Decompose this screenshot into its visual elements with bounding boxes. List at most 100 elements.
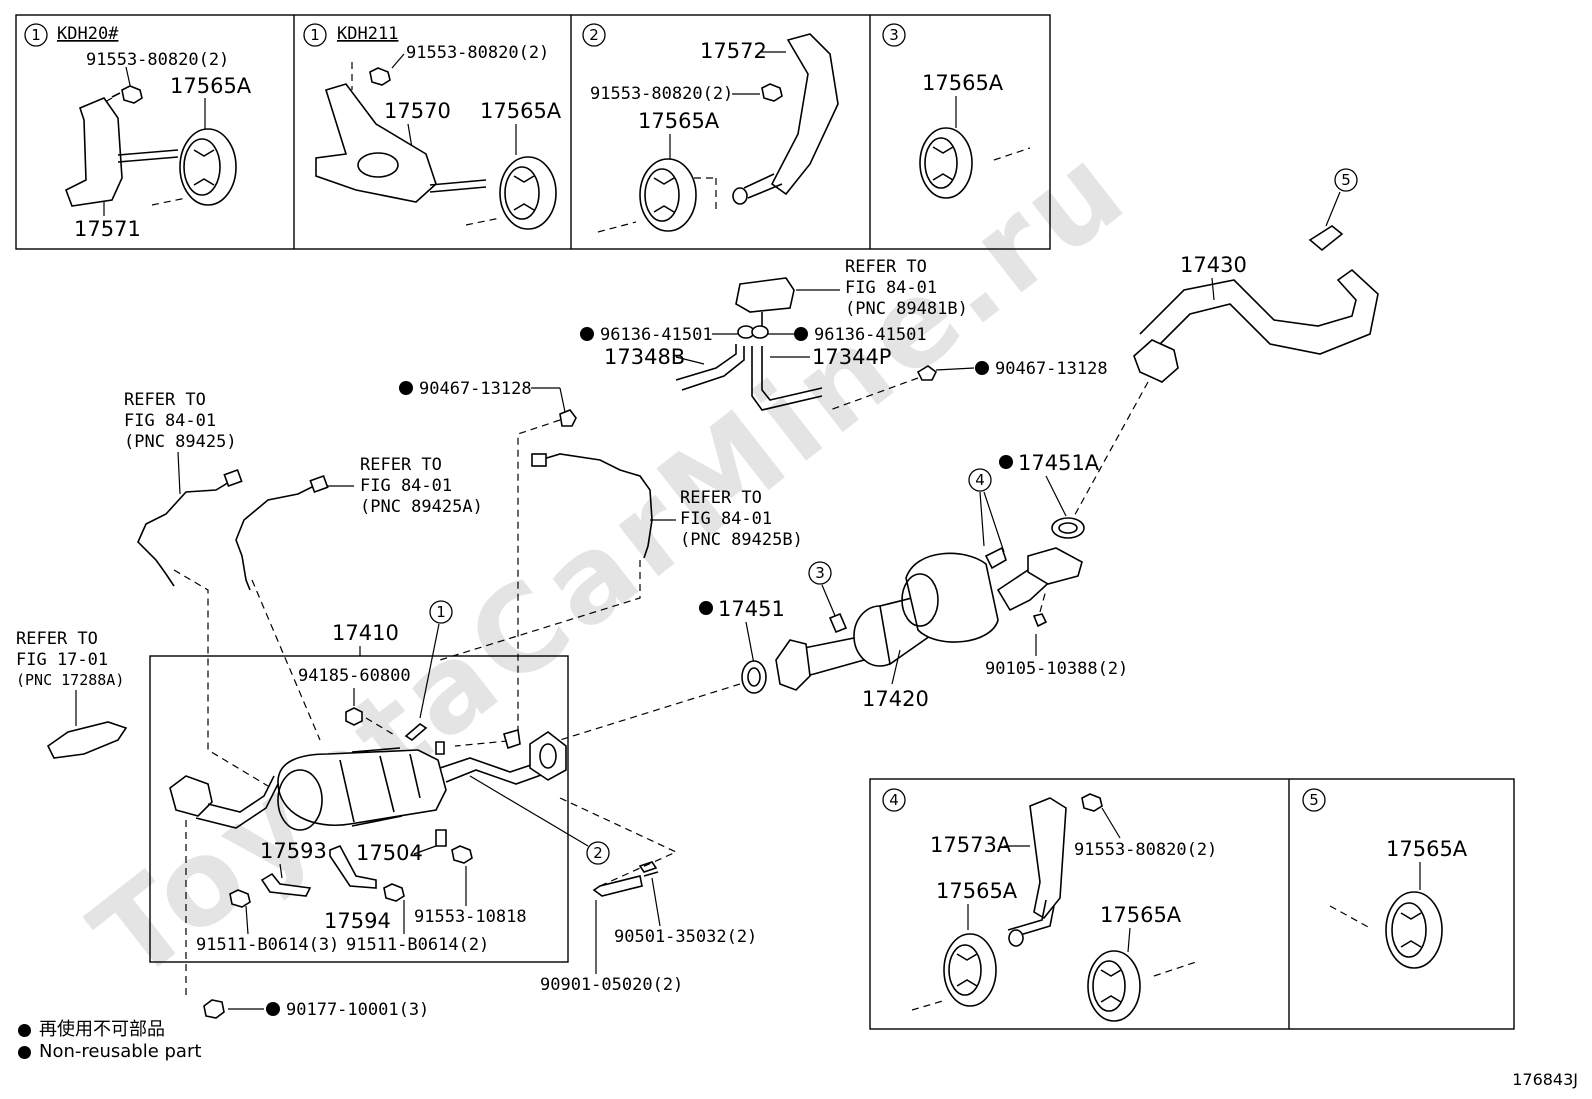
inset-5: 5 17565A	[1302, 788, 1468, 969]
pressure-sensor-icon	[735, 277, 795, 313]
bracket-icon	[315, 83, 437, 203]
gasket-icon	[46, 721, 128, 759]
converter-frame	[149, 655, 569, 963]
callout-circle	[808, 561, 832, 585]
top-insets	[15, 14, 1051, 250]
legend-row-en: Non-reusable part	[18, 1041, 201, 1062]
converter-part-number: 17410	[332, 621, 399, 645]
refer-text: (PNC 89425B)	[680, 530, 803, 550]
connection-line	[439, 560, 641, 661]
callout-number: 1	[31, 26, 41, 44]
bolt-part-number: 91553-80820(2)	[590, 84, 733, 104]
inset-1-kdh20: 1 KDH20# 91553-80820(2) 17565A 17571	[24, 23, 252, 241]
bracket-part-number: 17570	[384, 99, 451, 123]
hanger-icon	[404, 722, 428, 742]
model-code: KDH20#	[57, 24, 119, 44]
bottom-inset-frame	[869, 778, 1515, 1030]
non-reusable-dot	[399, 381, 413, 395]
refer-text: REFER TO	[845, 257, 927, 277]
rubber-mount-icon	[1087, 950, 1141, 1022]
hanger-icon	[984, 546, 1007, 570]
tailpipe-part-number: 17430	[1180, 253, 1247, 277]
flange-icon	[1027, 547, 1083, 585]
inset-4: 4 17573A 91553-80820(2) 17565A 17565A	[882, 788, 1217, 1022]
non-reusable-dot	[699, 601, 713, 615]
callout-circle	[429, 600, 453, 624]
hanger-icon	[828, 612, 848, 634]
callout-circle	[1334, 168, 1358, 192]
non-reusable-dot	[999, 455, 1013, 469]
refer-text: (PNC 17288A)	[16, 671, 124, 689]
muffler-group: 17451A 4 3 17451 17420 90105-10388(2)	[559, 451, 1128, 741]
refer-text: (PNC 89481B)	[845, 299, 968, 319]
bolt-part-number: 91511-B0614(2)	[346, 935, 489, 955]
spring-part-number: 90501-35032(2)	[614, 927, 757, 947]
sensor-boss-icon	[435, 741, 445, 755]
callout-circle	[968, 468, 992, 492]
refer-text: FIG 84-01	[360, 476, 452, 496]
legend-label-en: Non-reusable part	[39, 1041, 202, 1062]
rubber-mount-icon	[919, 127, 973, 199]
callout-number: 1	[310, 26, 320, 44]
hose-part-number: 17344P	[812, 345, 891, 369]
callout-circle	[1302, 788, 1326, 812]
gasket-icon	[741, 660, 767, 694]
tail-pipe-group: 17430 5	[1071, 168, 1379, 521]
bolt-part-number: 90901-05020(2)	[540, 975, 683, 995]
callout-number: 2	[593, 844, 603, 862]
bolt-part-number: 91511-B0614(3)	[196, 935, 339, 955]
bottom-insets	[869, 778, 1515, 1030]
callout-number: 5	[1309, 791, 1319, 809]
bolt-icon	[229, 889, 251, 908]
clamp-icon	[916, 365, 938, 381]
non-reusable-dot	[794, 327, 808, 341]
nut-part-number: 90177-10001(3)	[286, 1000, 429, 1020]
inset-3: 3 17565A	[882, 23, 1031, 199]
refer-text: (PNC 89425A)	[360, 497, 483, 517]
mount-part-number: 17565A	[1100, 903, 1182, 927]
inset-2: 2 17572 91553-80820(2) 17565A	[582, 23, 839, 233]
clip-icon	[751, 325, 769, 339]
nut-icon	[203, 999, 225, 1019]
callout-number: 4	[889, 791, 899, 809]
connection-line	[173, 569, 269, 787]
bracket-icon	[1029, 797, 1067, 920]
bolt-part-number: 91553-80820(2)	[1074, 840, 1217, 860]
callout-circle	[582, 23, 606, 47]
rubber-mount-icon	[179, 128, 237, 206]
gasket-part-number: 17451A	[1018, 451, 1100, 475]
non-reusable-dot	[18, 1023, 31, 1037]
bracket-part-number: 17594	[324, 909, 391, 933]
rubber-mount-icon	[1385, 891, 1443, 969]
callout-circle	[882, 788, 906, 812]
refer-text: FIG 84-01	[124, 411, 216, 431]
bracket-icon	[64, 97, 123, 207]
refer-text: REFER TO	[360, 455, 442, 475]
top-inset-frame	[15, 14, 1051, 250]
bracket-icon	[329, 844, 377, 889]
legend-row-jp: 再使用不可部品	[18, 1015, 165, 1041]
non-reusable-dot	[18, 1045, 31, 1059]
nut-part-number: 94185-60800	[298, 666, 411, 686]
refer-text: REFER TO	[124, 390, 206, 410]
hanger-icon	[1308, 225, 1344, 252]
exhaust-temp-sensor-icon	[137, 477, 237, 587]
mount-part-number: 17565A	[1386, 837, 1468, 861]
non-reusable-dot	[580, 327, 594, 341]
bolt-icon	[1081, 793, 1103, 812]
bolt-icon	[761, 83, 783, 102]
rubber-mount-icon	[943, 933, 997, 1007]
mount-part-number: 17565A	[936, 879, 1018, 903]
refer-text: (PNC 89425)	[124, 432, 237, 452]
refer-text: REFER TO	[680, 488, 762, 508]
non-reusable-dot	[975, 361, 989, 375]
callout-circle	[24, 23, 48, 47]
refer-text: FIG 17-01	[16, 650, 108, 670]
bolt-part-number: 91553-80820(2)	[406, 43, 549, 63]
callout-circle	[586, 841, 610, 865]
bolt-icon	[383, 883, 405, 902]
clamp-icon	[559, 409, 577, 427]
nut-icon	[345, 707, 363, 726]
bolt-part-number: 91553-10818	[414, 907, 527, 927]
